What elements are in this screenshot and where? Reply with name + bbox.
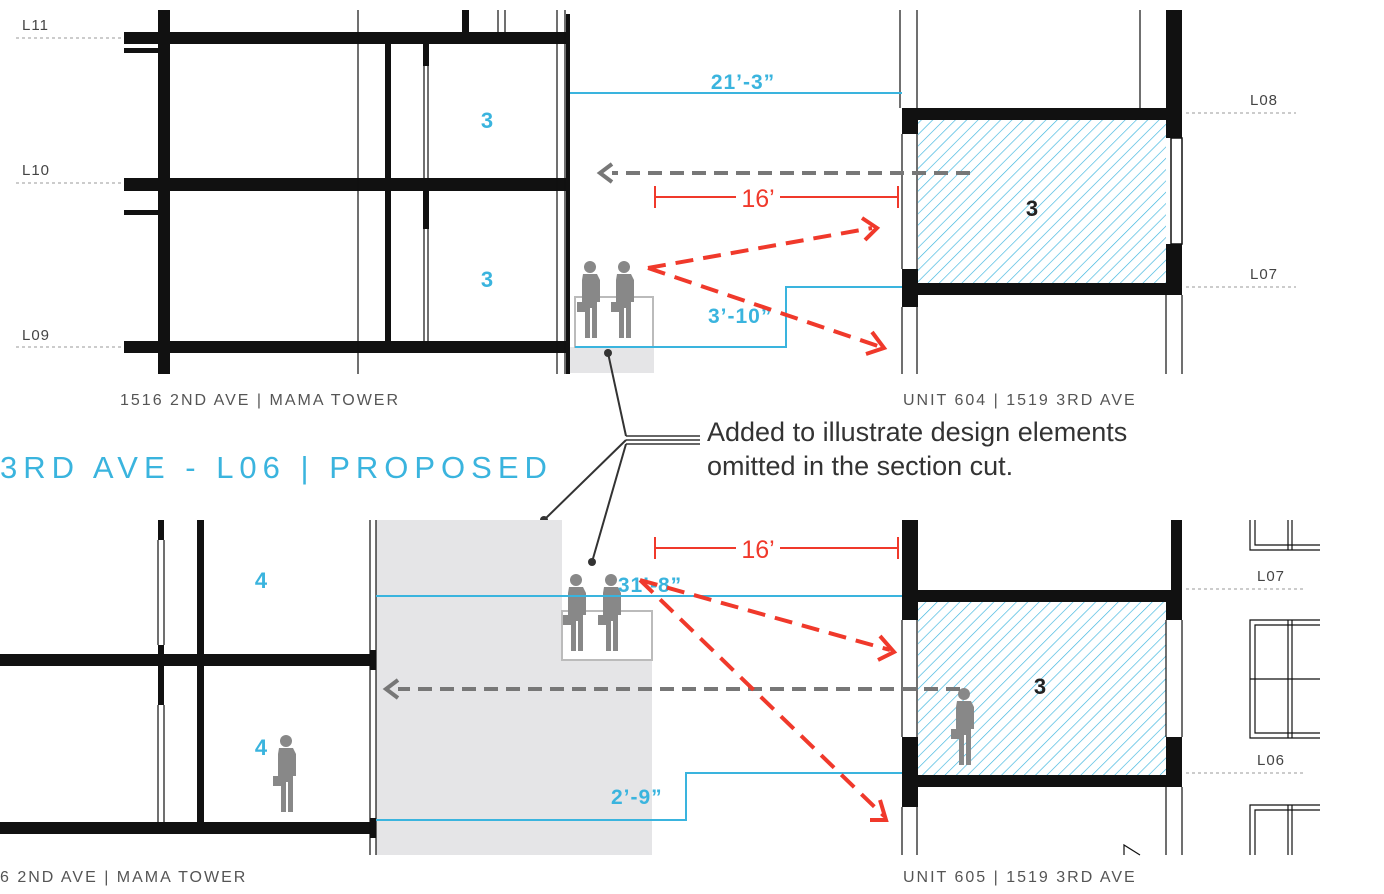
caption-left-bottom: 6 2ND AVE | MAMA TOWER: [0, 869, 247, 886]
left-building-bottom: [0, 520, 377, 855]
offset-dimension-label-top: 16’: [741, 185, 774, 213]
level-label-l08: L08: [1250, 92, 1278, 109]
level-markers-top: L11 L10 L09 L08 L07: [16, 17, 1296, 348]
room-number-unit-604: 3: [1026, 196, 1038, 221]
level-label-l09: L09: [22, 327, 50, 344]
caption-right-bottom: UNIT 605 | 1519 3RD AVE: [903, 869, 1137, 886]
left-building-top: [124, 10, 570, 374]
sightline-up-bottom: [639, 578, 891, 652]
height-dimension-bottom: 2’-9”: [611, 786, 663, 809]
caption-right-top: UNIT 604 | 1519 3RD AVE: [903, 392, 1137, 409]
room-number-top-lower: 3: [481, 267, 493, 292]
top-section: L11 L10 L09 L08 L07: [16, 10, 1296, 409]
room-number-bottom-upper: 4: [255, 568, 268, 593]
sightline-down-top: [647, 266, 879, 348]
person-icon: [611, 261, 634, 338]
level-label-l10: L10: [22, 162, 50, 179]
sightline-up-top: [647, 226, 873, 270]
height-dimension-top: 3’-10”: [708, 305, 772, 328]
person-icon: [577, 261, 600, 338]
section-title-proposed: 3RD AVE - L06 | PROPOSED: [0, 450, 553, 485]
person-icon: [563, 574, 586, 651]
height-dimension-line-bottom: [376, 772, 902, 821]
arrow-left-icon: [382, 678, 400, 700]
facade-windows: [1249, 520, 1320, 855]
room-number-bottom-lower: 4: [255, 735, 268, 760]
width-dimension-bottom: 31’-8”: [618, 574, 682, 597]
annotation-line-2: omitted in the section cut.: [707, 451, 1013, 481]
room-number-unit-605: 3: [1034, 674, 1046, 699]
offset-dimension-label-bottom: 16’: [741, 536, 774, 564]
level-label-l07: L07: [1250, 266, 1278, 283]
level-label-l06-bottom: L06: [1257, 752, 1285, 769]
hatched-unit-604: [918, 118, 1166, 284]
annotation-line-1: Added to illustrate design elements: [707, 417, 1127, 447]
right-building-top: [899, 10, 1183, 374]
annotation-callout: Added to illustrate design elements omit…: [540, 349, 1127, 566]
level-label-l11: L11: [22, 17, 49, 34]
room-number-top-upper: 3: [481, 108, 493, 133]
level-label-l07-bottom: L07: [1257, 568, 1285, 585]
sightline-down-bottom: [638, 578, 886, 818]
width-dimension-top: 21’-3”: [711, 71, 775, 94]
arrow-left-icon: [596, 162, 614, 184]
bottom-section: 3RD AVE - L06 | PROPOSED 4 4: [0, 450, 1320, 886]
person-icon: [273, 735, 296, 812]
caption-left-top: 1516 2ND AVE | MAMA TOWER: [120, 392, 400, 409]
height-dimension-line-top: [575, 286, 902, 348]
